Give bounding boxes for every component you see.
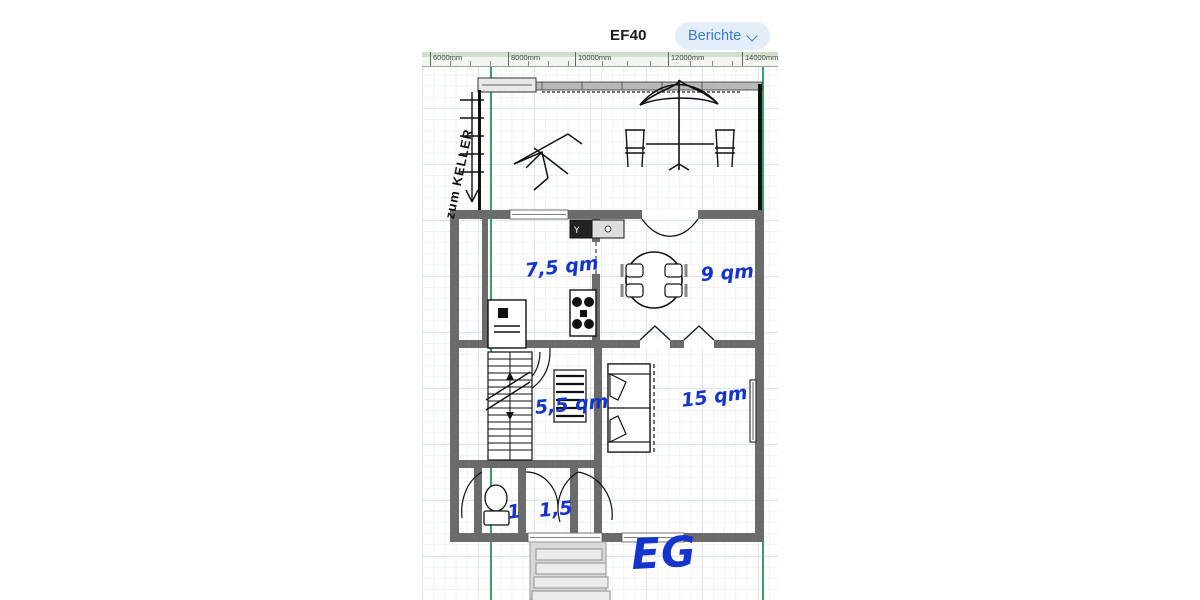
reports-dropdown-button[interactable]: Berichte [675, 22, 771, 50]
ruler-tick [548, 61, 549, 66]
annotation-storage-area: 1,5 [538, 497, 574, 522]
ruler-tick [508, 52, 509, 66]
ruler-tick [742, 52, 743, 66]
reports-button-label: Berichte [688, 28, 742, 44]
floor-plan-drawing: Y [450, 77, 764, 600]
ruler-tick [627, 61, 628, 66]
ruler-label: 10000mm [578, 53, 612, 62]
basement-stairs-arrow [460, 92, 484, 203]
ruler-tick [690, 61, 691, 66]
ruler-label: 14000mm [745, 53, 778, 62]
ruler-tick [450, 61, 451, 66]
ruler-band [422, 52, 778, 57]
patio-umbrella-icon [639, 79, 719, 171]
ruler-label: 12000mm [671, 53, 705, 62]
ruler-tick [575, 52, 576, 66]
kitchen-stove-icon [569, 289, 597, 337]
ruler-tick [430, 52, 431, 66]
ruler-label: 8000mm [511, 53, 541, 62]
ruler-tick [490, 61, 491, 66]
radiator-icon [553, 369, 587, 423]
staircase-icon [485, 351, 533, 461]
ruler-tick [650, 61, 651, 66]
ruler-tick [668, 52, 669, 66]
toilet-icon [483, 484, 510, 526]
svg-text:Y: Y [573, 226, 580, 236]
annotation-wc-area: 1 [506, 500, 523, 524]
ruler-tick [528, 61, 529, 66]
kitchen-sink-icon: Y [569, 219, 625, 239]
entrance-steps-icon [529, 541, 611, 600]
horizontal-ruler[interactable]: 6000mm 8000mm 10000mm 12000mm 14000mm [422, 52, 778, 67]
patio-chair-right-icon [715, 129, 735, 168]
chevron-down-icon [747, 31, 758, 42]
patio-chair-left-icon [625, 129, 645, 168]
page-title: EF40 [610, 27, 647, 44]
ruler-tick [732, 61, 733, 66]
floor-plan-canvas[interactable]: Y [422, 52, 778, 600]
ruler-tick [602, 61, 603, 66]
lounge-chair-icon [513, 133, 583, 191]
annotation-floor-level: EG [630, 526, 698, 579]
ruler-label: 6000mm [433, 53, 463, 62]
refrigerator-icon [487, 299, 527, 349]
ruler-tick [470, 61, 471, 66]
app-header: EF40 Berichte [0, 0, 1200, 52]
ruler-tick [712, 61, 713, 66]
ruler-tick [568, 61, 569, 66]
annotation-dining-area: 9 qm [700, 260, 755, 286]
sofa-icon [607, 363, 655, 453]
dining-table-round-icon [620, 251, 688, 309]
